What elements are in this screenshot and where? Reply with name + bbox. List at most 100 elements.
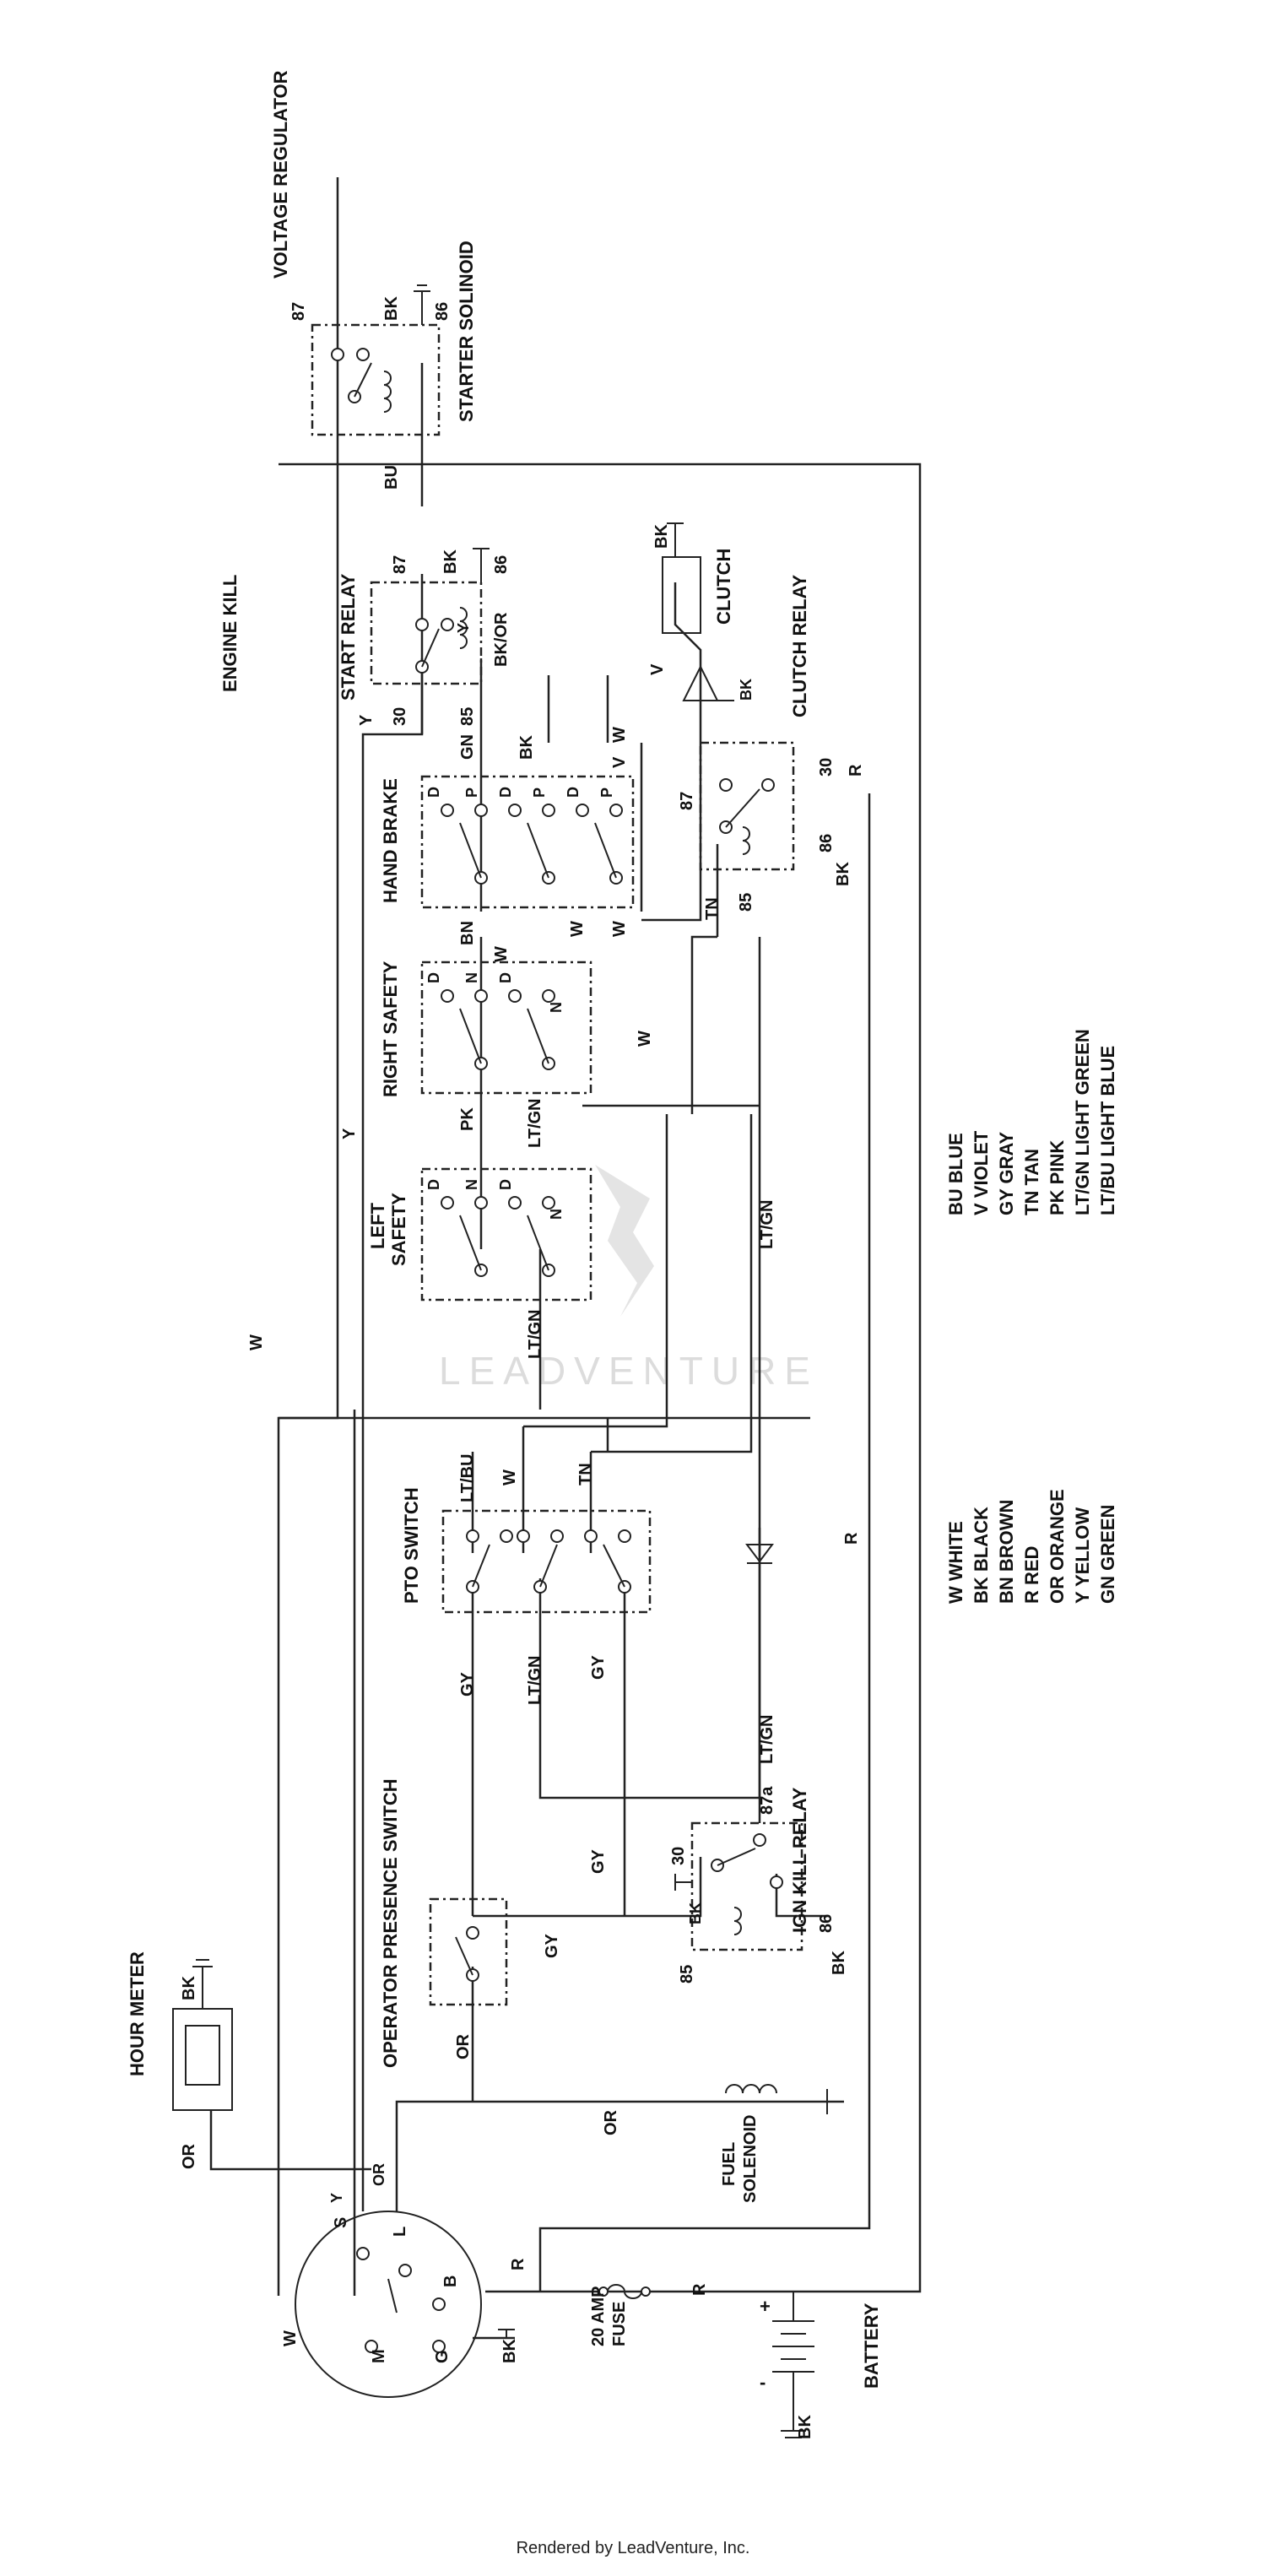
pin-label: N [548,1002,565,1013]
fuel-solenoid-label: SOLENOID [741,2115,760,2203]
wire-label: GN [458,734,477,760]
fuse-label: 20 AMP [589,2286,608,2346]
fuse-label: FUSE [610,2302,629,2346]
wire-label: W [247,1334,266,1350]
clutch-relay-label: CLUTCH RELAY [789,575,810,717]
wire-label: LT/GN [758,1199,776,1249]
legend-item: R RED [1021,1546,1042,1604]
wire-label: Y [328,2193,345,2203]
wire-label: BN [458,921,477,945]
pin-label: 86 [492,555,511,574]
watermark-text: LEADVENTURE [439,1349,819,1393]
pin-label: N [548,1209,565,1220]
wire-label: W [492,946,511,962]
pin-label: D [497,787,514,798]
wire-label: Y [357,714,376,726]
battery-label: BATTERY [861,2303,882,2389]
ign-kill-relay: 30 BK 87a IGN KILL RELAY 85 86 BK [669,1786,848,1983]
pin-label: D [425,1179,442,1190]
right-safety: D N D N RIGHT SAFETY [380,961,592,1097]
wire-label: V [610,756,629,768]
pin-label: P [463,787,480,798]
legend-item: TN TAN [1021,1149,1042,1215]
wire-label: TN [576,1463,595,1486]
wire-label: LT/GN [526,1309,544,1359]
pin-label: 87a [758,1786,776,1815]
pin-label: L [391,2227,409,2237]
wire-label: W [500,1469,519,1486]
pin-label: 85 [458,707,477,726]
voltage-regulator-label: VOLTAGE REGULATOR [270,70,291,279]
coil-icon [742,826,750,855]
start-relay: 87 BK 86 Y BK/OR 30 85 START RELAY [338,548,511,726]
legend-item: W WHITE [945,1521,966,1604]
watermark: LEADVENTURE [439,1165,819,1393]
wire-label: GY [543,1933,561,1958]
pin-label: + [760,2296,771,2317]
pto-switch: PTO SWITCH [401,1487,652,1614]
wire-label: W [568,921,587,937]
coil-icon [733,1907,742,1935]
wire-label: TN [703,897,722,920]
right-safety-label: RIGHT SAFETY [380,961,401,1097]
wire-label: BK [834,862,852,886]
pin-label: 30 [817,758,836,777]
legend-item: GN GREEN [1097,1505,1118,1604]
battery-icon: + - BK BATTERY [760,2292,882,2439]
fuse: 20 AMP FUSE [589,2284,651,2346]
operator-presence-switch: OPERATOR PRESENCE SWITCH [380,1778,508,2068]
wire-label: LT/GN [526,1098,544,1148]
wire-label: LT/GN [758,1714,776,1764]
wire-label: GY [589,1654,608,1680]
fuel-solenoid: FUEL SOLENOID [720,2084,828,2203]
ign-kill-relay-label: IGN KILL RELAY [789,1787,810,1933]
hour-meter-label: HOUR METER [127,1951,148,2076]
wire-label: BK [796,2415,814,2439]
legend-item: V VIOLET [971,1130,992,1215]
wire-label: R [509,2258,528,2270]
pin-label: N [463,1179,480,1190]
legend-item: BN BROWN [996,1500,1017,1604]
pin-label: B [441,2276,460,2287]
pin-label: P [598,787,615,798]
pin-label: D [425,787,442,798]
pin-label: 86 [433,302,452,321]
wire-label: BK [441,549,460,574]
starter-solenoid: 87 BK 86 STARTER SOLINOID [289,241,477,436]
pin-label: D [425,972,442,983]
hour-meter: BK HOUR METER [127,1951,233,2111]
pin-label: 87 [391,555,409,574]
hand-brake-label: HAND BRAKE [380,778,401,903]
legend-item: LT/GN LIGHT GREEN [1072,1029,1093,1215]
starter-solenoid-label: STARTER SOLINOID [456,241,477,422]
wire-label: BK [517,735,536,760]
wire-label: OR [602,2109,620,2135]
wire-label: R [690,2283,709,2296]
coil-icon [459,607,468,649]
pin-label: M [370,2349,388,2363]
ignition-switch: S L B M G Y OR [295,2163,482,2398]
wire-label: W [610,921,629,937]
pin-label: 30 [669,1847,688,1865]
wire-label: GY [589,1848,608,1874]
legend-item: PK PINK [1047,1140,1068,1215]
wire-label: BK [830,1951,848,1975]
diode-icon [745,1544,774,1564]
wire-label: R [847,764,865,777]
wire-label: LT/BU [458,1454,477,1502]
wire-label: Y [455,623,472,633]
pin-label: - [760,2372,766,2393]
wire-label: BK [382,296,401,321]
engine-kill-label: ENGINE KILL [219,575,241,692]
legend-item: GY GRAY [996,1132,1017,1215]
wire-label: BK [652,524,671,549]
wire-label: Y [340,1128,359,1139]
wire-label: BK [687,1902,704,1924]
wires [209,177,922,2340]
wire-label: BK [738,679,755,701]
ground-icon [498,2329,515,2338]
pin-label: D [565,787,582,798]
wire-label: W [281,2330,300,2346]
pin-label: 87 [289,302,308,321]
color-legend: W WHITE BK BLACK BN BROWN R RED OR ORANG… [945,1029,1118,1604]
